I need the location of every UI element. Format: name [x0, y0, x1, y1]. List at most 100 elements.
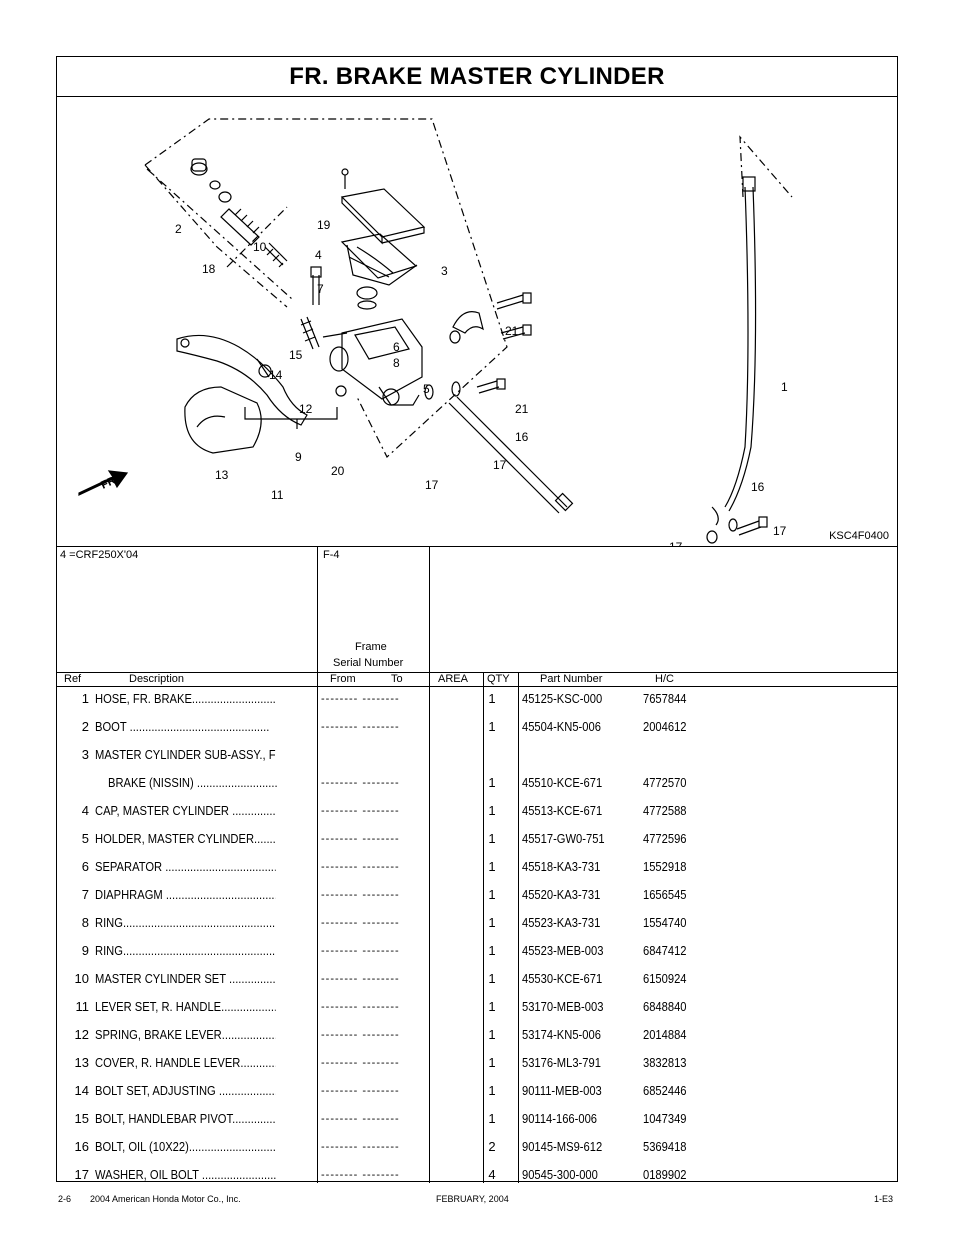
callout-labels: 2 18 10 19 4 7 3 6 8 21 5 21 15 14 12 16…: [99, 218, 788, 547]
cell-pno: 90111-MEB-003: [522, 1083, 602, 1098]
svg-text:19: 19: [317, 218, 331, 232]
cell-pno: 45518-KA3-731: [522, 859, 601, 874]
svg-text:16: 16: [515, 430, 529, 444]
cell-qty: 1: [488, 1027, 496, 1042]
cell-ref: 5: [81, 831, 89, 846]
cell-dash: -------- --------: [321, 861, 400, 873]
cell-desc: MASTER CYLINDER SET ....................…: [95, 971, 276, 986]
cell-desc: WASHER, OIL BOLT .......................…: [95, 1167, 276, 1182]
cell-ref: 4: [81, 803, 89, 818]
cell-dash: -------- --------: [321, 833, 400, 845]
cell-hc: 6847412: [643, 943, 687, 958]
cell-hc: 3832813: [643, 1055, 687, 1070]
cell-ref: 1: [81, 691, 89, 706]
svg-text:21: 21: [515, 402, 529, 416]
cell-hc: 7657844: [643, 691, 687, 706]
cell-ref: 3: [81, 747, 89, 762]
header-hc: H/C: [655, 673, 674, 685]
cell-dash: -------- --------: [321, 1169, 400, 1181]
cell-dash: -------- --------: [321, 1085, 400, 1097]
cell-ref: 10: [74, 971, 89, 986]
svg-text:20: 20: [331, 464, 345, 478]
cell-pno: 45125-KSC-000: [522, 691, 603, 706]
cell-ref: 16: [74, 1139, 89, 1154]
column-divider: [483, 673, 484, 1183]
cell-desc: MASTER CYLINDER SUB-ASSY., FR.: [95, 747, 276, 762]
column-divider: [518, 673, 519, 1183]
cell-ref: 6: [81, 859, 89, 874]
cell-desc: BOLT, HANDLEBAR PIVOT...................…: [95, 1111, 276, 1126]
svg-text:17: 17: [669, 540, 683, 547]
cell-desc: LEVER SET, R. HANDLE....................…: [95, 999, 276, 1014]
cell-desc2: BRAKE (NISSIN) .........................…: [108, 775, 278, 790]
parts-page-frame: FR. BRAKE MASTER CYLINDER: [56, 56, 898, 1183]
cell-hc: 6848840: [643, 999, 687, 1014]
cell-pno: 45517-GW0-751: [522, 831, 605, 846]
cell-qty: 1: [488, 1083, 496, 1098]
cell-dash: -------- --------: [321, 917, 400, 929]
svg-text:14: 14: [269, 368, 283, 382]
cell-qty: 1: [488, 859, 496, 874]
cell-ref: 12: [74, 1027, 89, 1042]
cell-qty: 1: [488, 775, 496, 790]
cell-desc: SEPARATOR ..............................…: [95, 859, 276, 874]
cell-qty: 2: [488, 1139, 496, 1154]
header-ref: Ref: [64, 673, 82, 685]
cell-hc: 2004612: [643, 719, 687, 734]
cell-qty: 1: [488, 1055, 496, 1070]
cell-ref: 2: [81, 719, 89, 734]
svg-text:15: 15: [289, 348, 303, 362]
cell-pno: 53174-KN5-006: [522, 1027, 601, 1042]
cell-ref: 7: [81, 887, 89, 902]
svg-text:10: 10: [253, 240, 267, 254]
cell-dash: -------- --------: [321, 973, 400, 985]
svg-text:17: 17: [425, 478, 439, 492]
cell-ref: 11: [75, 999, 90, 1014]
cell-desc: BOOT ...................................…: [95, 719, 270, 734]
cell-dash: -------- --------: [321, 777, 400, 789]
cell-qty: 1: [488, 1111, 496, 1126]
svg-text:3: 3: [441, 264, 448, 278]
svg-text:17: 17: [493, 458, 507, 472]
cell-ref: 8: [81, 915, 89, 930]
cell-desc: DIAPHRAGM ..............................…: [95, 887, 276, 902]
cell-hc: 6150924: [643, 971, 687, 986]
cell-desc: BOLT, OIL (10X22).......................…: [95, 1139, 276, 1154]
cell-desc: SPRING, BRAKE LEVER.....................…: [95, 1027, 276, 1042]
footer-code: 1-E3: [874, 1194, 894, 1204]
cell-ref: 13: [74, 1055, 89, 1070]
exploded-diagram: 2 18 10 19 4 7 3 6 8 21 5 21 15 14 12 16…: [57, 97, 897, 547]
cell-hc: 2014884: [643, 1027, 687, 1042]
cell-ref: 17: [74, 1167, 89, 1182]
cell-pno: 45523-MEB-003: [522, 943, 604, 958]
svg-text:21: 21: [505, 324, 519, 338]
cell-pno: 45523-KA3-731: [522, 915, 601, 930]
figure-code: KSC4F0400: [829, 530, 889, 542]
header-area: AREA: [438, 673, 468, 685]
table-header: Ref Description From To AREA QTY Part Nu…: [57, 673, 897, 687]
cell-desc: COVER, R. HANDLE LEVER..................…: [95, 1055, 276, 1070]
cell-pno: 90145-MS9-612: [522, 1139, 603, 1154]
cell-pno: 90545-300-000: [522, 1167, 598, 1182]
cell-desc: RING....................................…: [95, 915, 276, 930]
cell-hc: 6852446: [643, 1083, 687, 1098]
cell-desc: CAP, MASTER CYLINDER ...................…: [95, 803, 276, 818]
column-divider: [317, 547, 318, 1183]
cell-hc: 1554740: [643, 915, 687, 930]
svg-text:11: 11: [271, 488, 284, 502]
header-part-number: Part Number: [540, 673, 603, 685]
cell-qty: 1: [488, 915, 496, 930]
page-title: FR. BRAKE MASTER CYLINDER: [57, 57, 897, 97]
cell-dash: -------- --------: [321, 721, 400, 733]
cell-pno: 90114-166-006: [522, 1111, 598, 1126]
footer-date: FEBRUARY, 2004: [436, 1194, 509, 1204]
footer-copyright: 2004 American Honda Motor Co., Inc.: [90, 1194, 241, 1204]
cell-dash: -------- --------: [321, 945, 400, 957]
cell-pno: 45520-KA3-731: [522, 887, 601, 902]
footer-page: 2-6: [58, 1194, 72, 1204]
frame-ref: F-4: [323, 549, 340, 561]
cell-hc: 0189902: [643, 1167, 687, 1182]
cell-desc: HOLDER, MASTER CYLINDER.................…: [95, 831, 276, 846]
cell-hc: 1552918: [643, 859, 687, 874]
cell-qty: 1: [488, 691, 496, 706]
